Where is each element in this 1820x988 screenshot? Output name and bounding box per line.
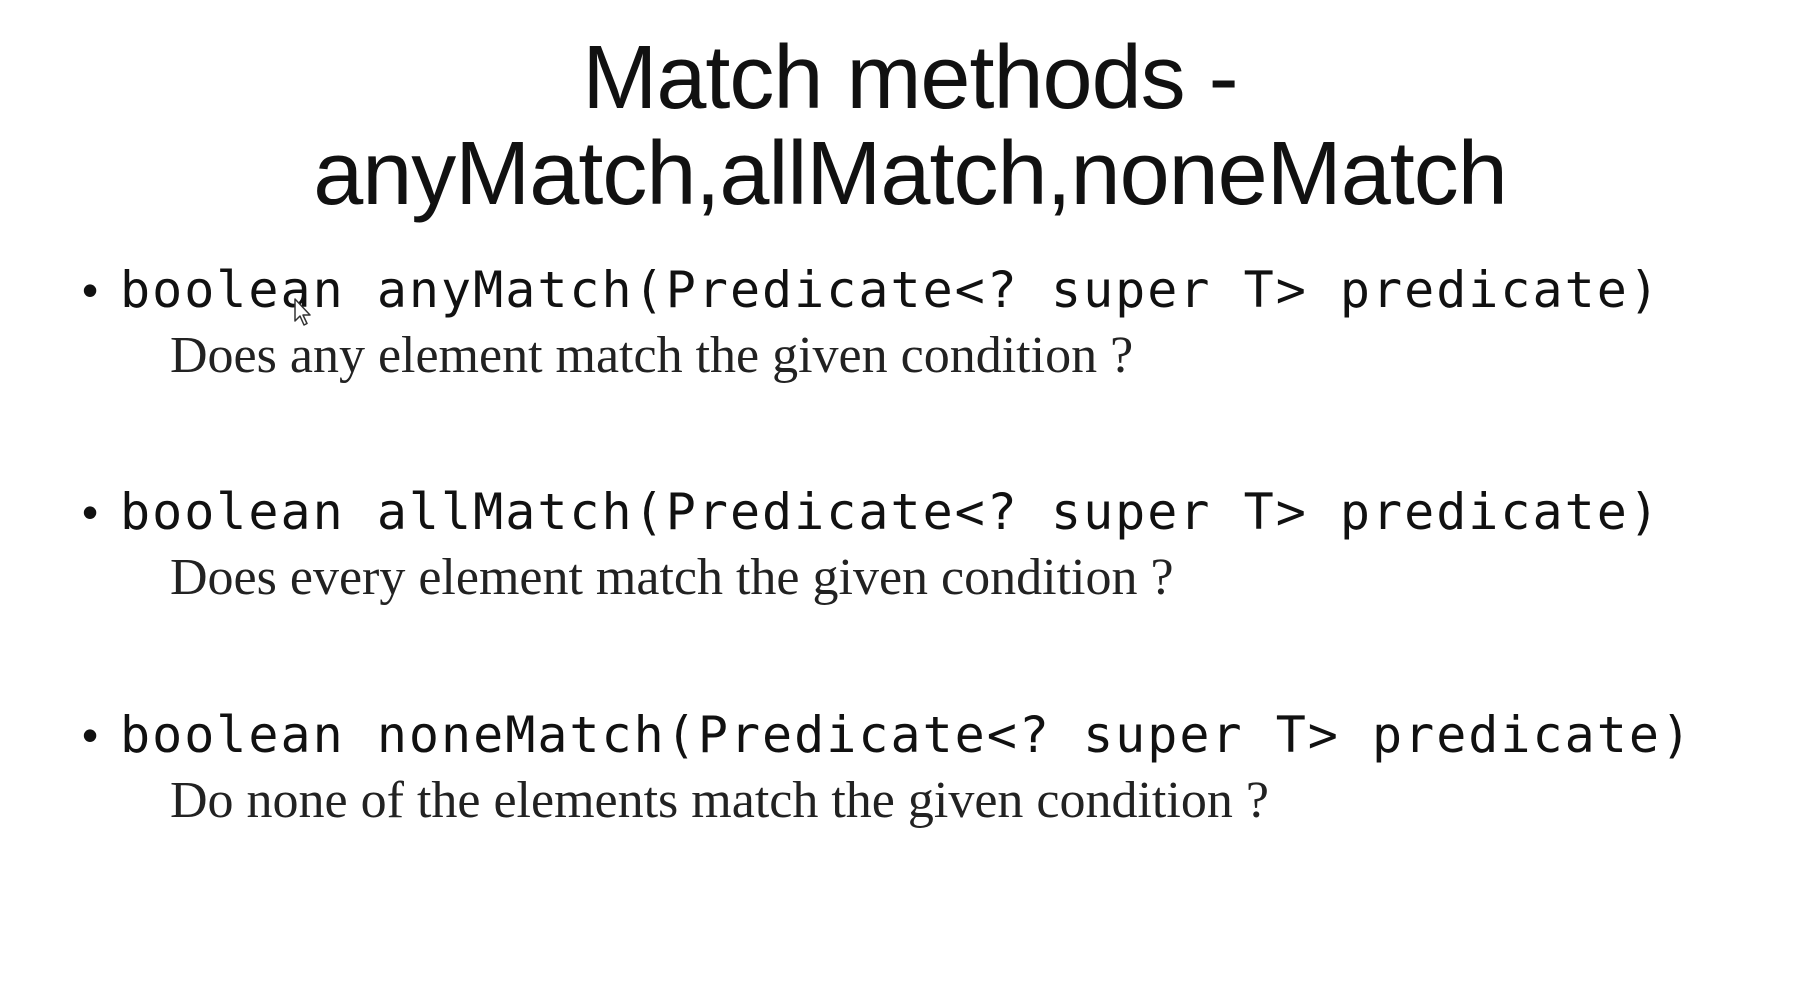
bullet-point: • <box>82 264 99 316</box>
bullet-point: • <box>82 486 99 538</box>
method-description: Does any element match the given conditi… <box>170 327 1134 384</box>
bullet-item-nonematch: • boolean noneMatch(Predicate<? super T>… <box>82 705 1782 831</box>
method-description: Does every element match the given condi… <box>170 549 1174 606</box>
method-description: Do none of the elements match the given … <box>170 772 1269 829</box>
method-signature: boolean noneMatch(Predicate<? super T> p… <box>120 706 1694 764</box>
bullet-point: • <box>82 709 99 761</box>
method-signature: boolean anyMatch(Predicate<? super T> pr… <box>120 261 1661 319</box>
slide-title: Match methods - anyMatch,allMatch,noneMa… <box>0 30 1820 222</box>
mouse-pointer-icon <box>294 298 314 328</box>
slide-title-line-1: Match methods - <box>582 28 1238 128</box>
bullet-item-anymatch: • boolean anyMatch(Predicate<? super T> … <box>82 260 1782 386</box>
slide-title-line-2: anyMatch,allMatch,noneMatch <box>313 124 1508 224</box>
bullet-item-allmatch: • boolean allMatch(Predicate<? super T> … <box>82 482 1782 608</box>
method-signature: boolean allMatch(Predicate<? super T> pr… <box>120 483 1661 541</box>
